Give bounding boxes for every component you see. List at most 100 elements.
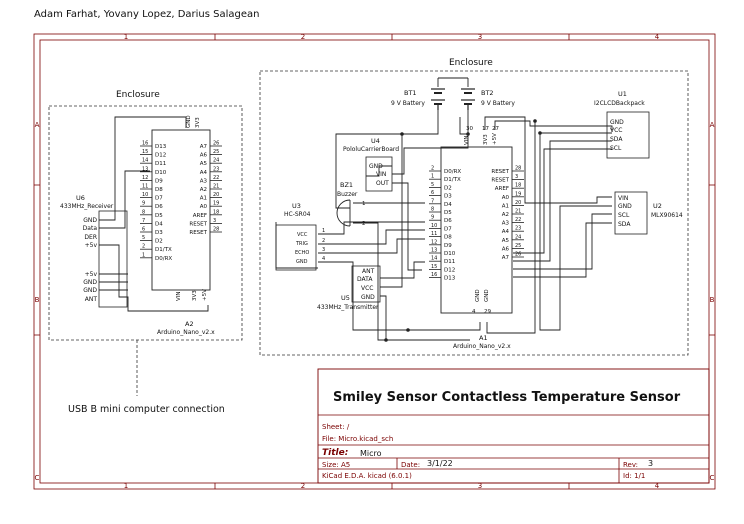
arduino-a2: A2 Arduino_Nano_v2.x D1316D1215D1114D101…: [140, 115, 222, 336]
a2-left-pin-num: 10: [142, 192, 148, 198]
u3-pin-trig: TRIG: [295, 241, 308, 247]
a1-left-pin-label: D0/RX: [444, 169, 461, 175]
svg-text:1: 1: [124, 482, 128, 490]
u4-name: PololuCarrierBoard: [343, 146, 399, 153]
a2-left-pin-num: 6: [142, 227, 145, 233]
a2-right-pin-num: 19: [213, 201, 219, 207]
a2-left-pin-num: 9: [142, 201, 145, 207]
svg-text:A: A: [35, 121, 40, 129]
a2-left-pin-label: D3: [155, 230, 163, 236]
a2-left-pin-label: D6: [155, 204, 163, 210]
a2-right-pin-num: 3: [213, 218, 216, 224]
a2-left-pin-num: 11: [142, 184, 148, 190]
u5-ref: U5: [341, 294, 350, 302]
a1-right-pin-label: A3: [502, 221, 510, 227]
a2-bot-vin: VIN: [176, 292, 182, 302]
a1-left-pin-num: 8: [431, 207, 434, 213]
a2-right-pins: A726A625A524A423A322A221A120A019AREF18RE…: [189, 141, 222, 236]
a2-name: Arduino_Nano_v2.x: [157, 329, 215, 336]
a1-left-pin-num: 6: [431, 190, 434, 196]
svg-text:1: 1: [124, 33, 128, 41]
a1-left-pin-label: D3: [444, 194, 452, 200]
transmitter-u5: U5 433MHz_Transmitter ANT DATA VCC GND: [317, 265, 381, 311]
u2-name: MLX90614: [651, 212, 683, 219]
a2-right-pin-label: A4: [200, 170, 208, 176]
a2-right-pin-label: A0: [200, 204, 208, 210]
a2-left-pin-num: 13: [142, 166, 148, 172]
a2-left-pin-num: 8: [142, 209, 145, 215]
title-value: Micro: [360, 449, 382, 458]
a2-bot-3v3: 3V3: [192, 290, 198, 301]
buzzer-bz1: BZ1 Buzzer 1 2: [336, 181, 366, 227]
a2-left-pin-num: 15: [142, 149, 148, 155]
a2-left-pin-num: 5: [142, 235, 145, 241]
a2-left-pin-label: D7: [155, 196, 163, 202]
enclosure-right-label: Enclosure: [449, 58, 493, 68]
a2-left-pin-num: 2: [142, 244, 145, 250]
a2-right-pin-num: 20: [213, 192, 219, 198]
u3-num-1: 1: [322, 228, 325, 234]
bz1-pin-1: 1: [362, 201, 366, 207]
sheet-label: Sheet: /: [322, 423, 350, 431]
u6-pin-gnd: GND: [83, 217, 97, 224]
authors-label: Adam Farhat, Yovany Lopez, Darius Salage…: [34, 9, 260, 20]
a1-right-pin-num: 21: [515, 209, 521, 215]
a1-left-pin-label: D7: [444, 226, 452, 232]
bz1-name: Buzzer: [337, 191, 358, 198]
u4-ref: U4: [371, 137, 380, 145]
svg-text:B: B: [35, 296, 40, 304]
a1-left-pin-label: D4: [444, 202, 452, 208]
u3-num-4: 4: [322, 256, 325, 262]
a2-left-pin-label: D12: [155, 153, 166, 159]
title-block: Smiley Sensor Contactless Temperature Se…: [317, 368, 710, 484]
svg-text:4: 4: [655, 33, 660, 41]
u6-name: 433MHz_Receiver: [60, 203, 114, 210]
a1-right-pin-label: A2: [502, 212, 509, 218]
u3-name: HC-SR04: [284, 211, 311, 218]
bt1-ref: BT1: [404, 89, 417, 97]
bz1-pin-2: 2: [362, 221, 366, 227]
a1-right-pin-num: 28: [515, 166, 521, 172]
a2-right-pin-label: A2: [200, 187, 207, 193]
a2-right-pin-label: A6: [200, 153, 208, 159]
a2-left-pin-num: 1: [142, 252, 145, 258]
lcd-backpack-u1: U1 I2CLCDBackpack GND VCC SDA SCL: [594, 90, 650, 159]
a1-left-pin-label: D13: [444, 276, 456, 282]
a1-left-pin-num: 12: [431, 239, 437, 245]
a1-right-pin-label: A4: [502, 229, 510, 235]
frame-ticks: [34, 34, 715, 489]
a2-right-pin-label: A1: [200, 196, 207, 202]
u2-ref: U2: [653, 202, 662, 210]
usb-note: USB B mini computer connection: [68, 404, 225, 415]
a1-top-3v3: 3V3: [483, 134, 489, 145]
a1-right-pin-num: 19: [515, 191, 521, 197]
a1-top-num-17: 17: [482, 126, 489, 132]
a1-right-pin-num: 25: [515, 243, 521, 249]
u1-ref: U1: [618, 90, 627, 98]
u2-pin-sda: SDA: [618, 221, 631, 228]
a2-right-pin-num: 22: [213, 175, 219, 181]
enclosure-left: Enclosure: [48, 90, 243, 341]
a2-ref: A2: [185, 320, 194, 328]
a2-right-pin-num: 18: [213, 209, 219, 215]
a1-right-pin-label: RESET: [491, 178, 509, 184]
u1-pin-gnd: GND: [610, 119, 624, 126]
a2-left-pins: D1316D1215D1114D1013D912D811D710D69D58D4…: [140, 141, 172, 262]
a2-left-pin-label: D11: [155, 161, 166, 167]
a2-top-gnd: GND: [186, 115, 192, 128]
a1-left-pin-num: 15: [431, 264, 437, 270]
pololu-u4: U4 PololuCarrierBoard GND VIN OUT: [343, 137, 399, 192]
frame-row-labels: A B C A B C: [35, 121, 715, 482]
u4-pin-vin: VIN: [376, 171, 386, 178]
a1-left-pin-num: 10: [431, 223, 437, 229]
a1-right-pin-num: 3: [515, 174, 518, 180]
a2-right-pin-label: A5: [200, 161, 208, 167]
a1-left-pin-label: D9: [444, 243, 452, 249]
a2-left-pin-label: D10: [155, 170, 167, 176]
u2-pin-vin: VIN: [618, 195, 628, 202]
a1-left-pin-label: D12: [444, 267, 455, 273]
arduino-a1: A1 Arduino_Nano_v2.x D0/RX2D1/TX1D25D36D…: [429, 126, 524, 350]
a1-right-pin-num: 26: [515, 252, 521, 258]
svg-text:B: B: [710, 296, 715, 304]
